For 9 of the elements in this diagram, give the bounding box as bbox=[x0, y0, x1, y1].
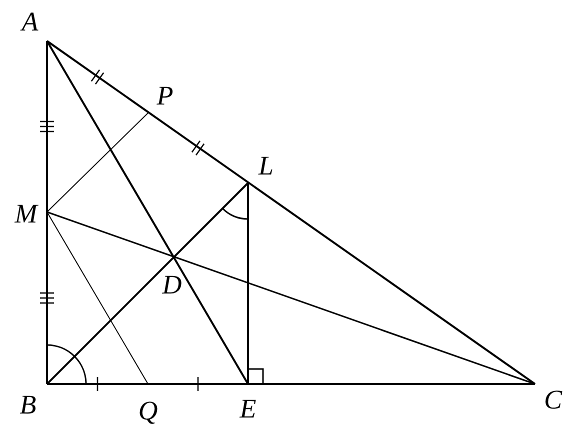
point-label: D bbox=[162, 272, 182, 298]
point-label: Q bbox=[138, 398, 158, 424]
point-label: P bbox=[156, 82, 174, 110]
point-label: E bbox=[240, 396, 256, 422]
point-label: A bbox=[22, 8, 38, 36]
point-label: L bbox=[258, 152, 274, 180]
point-label: C bbox=[544, 386, 562, 414]
point-label: B bbox=[20, 392, 36, 418]
point-label: M bbox=[14, 200, 38, 228]
